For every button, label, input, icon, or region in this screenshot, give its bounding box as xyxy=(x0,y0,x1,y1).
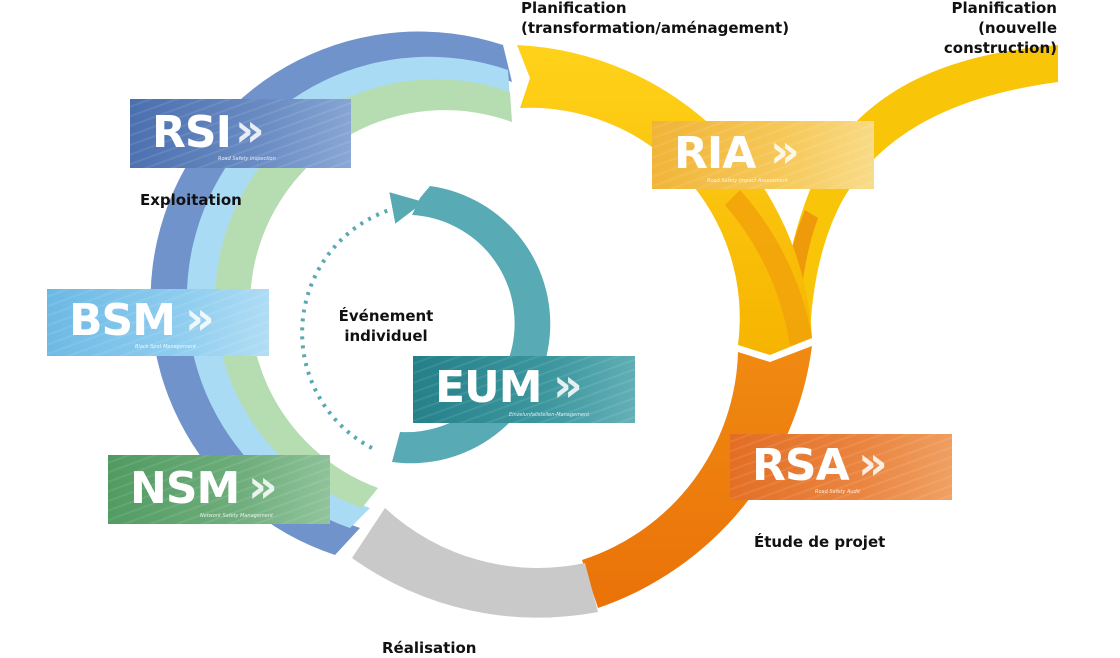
eum-acronym: EUM xyxy=(435,362,543,413)
planification-transformation-line1: Planification xyxy=(521,0,627,17)
rsa-subtitle: Road Safety Audit xyxy=(815,489,861,495)
rsa-chevron-icon: » xyxy=(858,436,888,490)
eum-subtitle: Einzelunfallstellen-Management xyxy=(509,412,590,418)
bsm-acronym: BSM xyxy=(69,295,176,346)
ria-badge-texture xyxy=(652,121,874,189)
planification-nouvelle-label: Planification (nouvelle construction) xyxy=(876,0,1057,58)
eum-badge: EUM » Einzelunfallstellen-Management xyxy=(413,356,635,423)
exploitation-inner-band xyxy=(215,79,513,508)
rsi-chevron-icon: » xyxy=(235,103,265,157)
eum-dotted-arrow xyxy=(300,192,424,450)
nsm-subtitle: Network Safety Management xyxy=(200,513,273,519)
planification-nouvelle-branch xyxy=(780,45,1058,335)
planification-nouvelle-line2: (nouvelle construction) xyxy=(943,19,1057,57)
ria-acronym: RIA xyxy=(674,128,756,179)
rsa-acronym: RSA xyxy=(752,440,850,491)
ria-badge: RIA » Road Safety Impact Assessment xyxy=(652,121,874,189)
rsi-acronym: RSI xyxy=(152,107,232,158)
nsm-chevron-icon: » xyxy=(248,459,278,513)
realisation-arc xyxy=(352,508,598,618)
nsm-badge: NSM » Network Safety Management xyxy=(108,455,330,524)
bsm-badge-texture xyxy=(47,289,269,356)
rsi-badge: RSI » Road Safety Inspection xyxy=(130,99,351,168)
etude-de-projet-label: Étude de projet xyxy=(754,533,886,551)
realisation-label: Réalisation xyxy=(382,639,477,657)
planification-transformation-label: Planification (transformation/aménagemen… xyxy=(521,0,789,38)
evenement-line1: Événement xyxy=(338,307,434,325)
eum-badge-texture xyxy=(413,356,635,423)
bsm-chevron-icon: » xyxy=(185,291,215,345)
nsm-acronym: NSM xyxy=(130,463,240,514)
etude-arc xyxy=(582,346,812,608)
rsa-badge: RSA » Road Safety Audit xyxy=(730,434,952,500)
planification-arc xyxy=(517,45,812,355)
evenement-individuel-label: Événement individuel xyxy=(326,306,446,346)
bsm-subtitle: Black Spot Management xyxy=(135,344,197,350)
ria-subtitle: Road Safety Impact Assessment xyxy=(707,178,788,184)
bsm-badge: BSM » Black Spot Management xyxy=(47,289,269,356)
planification-transformation-line2: (transformation/aménagement) xyxy=(521,19,790,37)
rsi-badge-texture xyxy=(130,99,351,168)
rsi-subtitle: Road Safety Inspection xyxy=(218,156,276,162)
rsa-badge-texture xyxy=(730,434,952,500)
eum-chevron-icon: » xyxy=(553,358,583,412)
planification-arc-shade xyxy=(725,190,812,346)
exploitation-label: Exploitation xyxy=(140,191,242,209)
ria-chevron-icon: » xyxy=(770,124,800,178)
nsm-badge-texture xyxy=(108,455,330,524)
evenement-line2: individuel xyxy=(344,327,428,345)
planification-nouvelle-line1: Planification xyxy=(951,0,1057,17)
